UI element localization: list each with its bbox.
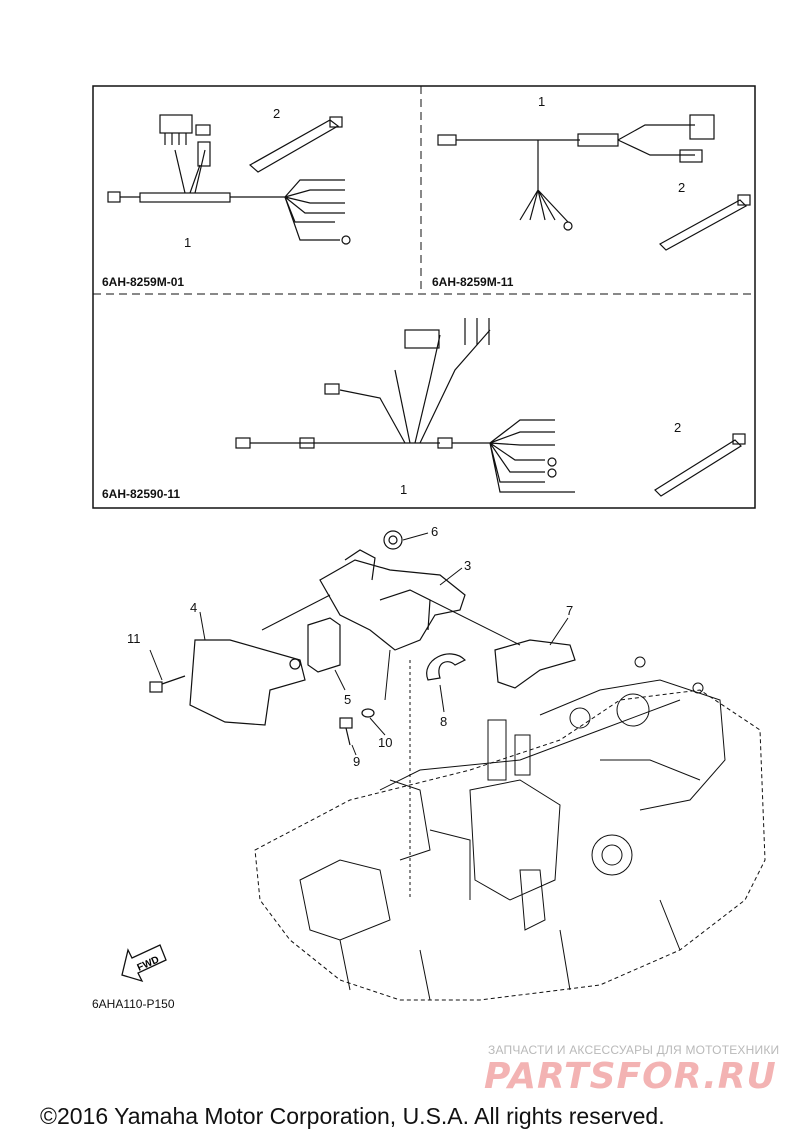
cable-tie-kit2	[659, 194, 751, 251]
callout-11: 11	[127, 631, 141, 646]
leader-lines	[149, 532, 569, 900]
callout-6: 6	[431, 524, 438, 539]
plate-part-5	[307, 617, 341, 673]
holder-part-7	[494, 639, 576, 689]
callout-10: 10	[378, 735, 392, 750]
callout-9: 9	[353, 754, 360, 769]
callout-kit2-harness: 1	[538, 94, 545, 109]
kit-frame	[92, 85, 756, 509]
bolt-part-9	[339, 717, 353, 746]
bracket-assembly	[319, 530, 466, 651]
reference-code: 6AHA110-P150	[92, 997, 175, 1011]
callout-4: 4	[190, 600, 197, 615]
callout-5: 5	[344, 692, 351, 707]
fwd-label: FWD	[136, 954, 161, 973]
cover-part-4	[189, 639, 306, 726]
wire-harness-kit1	[107, 114, 351, 245]
kit-code-3: 6AH-82590-11	[102, 487, 180, 501]
callout-kit1-tie: 2	[273, 106, 280, 121]
callout-3: 3	[464, 558, 471, 573]
cable-tie-kit3	[654, 433, 746, 497]
wire-harness-kit3	[235, 318, 575, 493]
washer-part-10	[361, 708, 375, 718]
callout-kit2-tie: 2	[678, 180, 685, 195]
kit-code-1: 6AH-8259M-01	[102, 275, 184, 289]
bolt-part-11	[149, 675, 186, 693]
copyright-notice: ©2016 Yamaha Motor Corporation, U.S.A. A…	[40, 1103, 665, 1129]
watermark-logo: PARTSFOR.RU	[484, 1056, 777, 1097]
callout-kit3-harness: 1	[400, 482, 407, 497]
kit-code-2: 6AH-8259M-11	[432, 275, 514, 289]
engine-block	[254, 656, 766, 1001]
clamp-part-8	[426, 653, 467, 681]
callout-7: 7	[566, 603, 573, 618]
callout-kit3-tie: 2	[674, 420, 681, 435]
callout-kit1-harness: 1	[184, 235, 191, 250]
cable-tie-kit1	[248, 116, 343, 173]
fwd-arrow-icon	[121, 944, 167, 983]
wire-harness-kit2	[437, 114, 715, 231]
callout-8: 8	[440, 714, 447, 729]
watermark-tagline: ЗАПЧАСТИ И АКСЕССУАРЫ ДЛЯ МОТОТЕХНИКИ	[488, 1043, 780, 1057]
